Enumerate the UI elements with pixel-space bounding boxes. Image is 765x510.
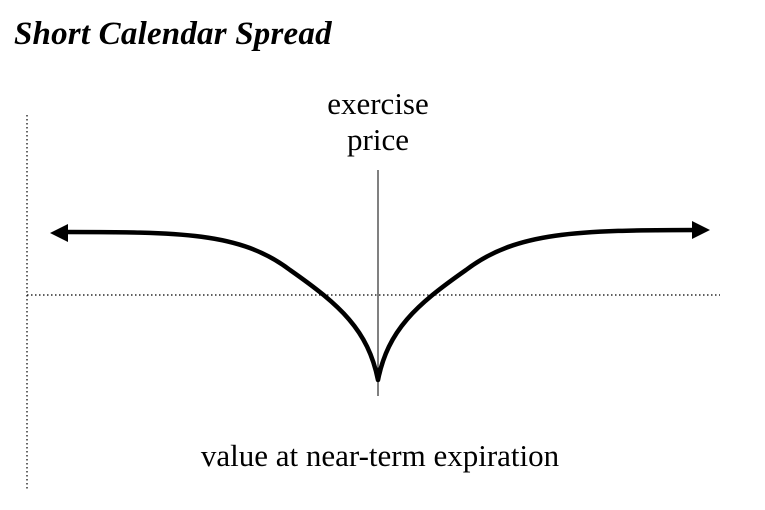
exercise-price-label-line1: exercise xyxy=(327,86,429,121)
exercise-price-label-line2: price xyxy=(347,122,409,157)
exercise-price-label: exercise price xyxy=(278,86,478,158)
payoff-curve xyxy=(59,227,703,383)
left-arrowhead xyxy=(50,224,68,242)
x-axis-caption: value at near-term expiration xyxy=(200,438,560,473)
diagram-title: Short Calendar Spread xyxy=(14,16,332,52)
right-arrowhead xyxy=(692,221,710,239)
